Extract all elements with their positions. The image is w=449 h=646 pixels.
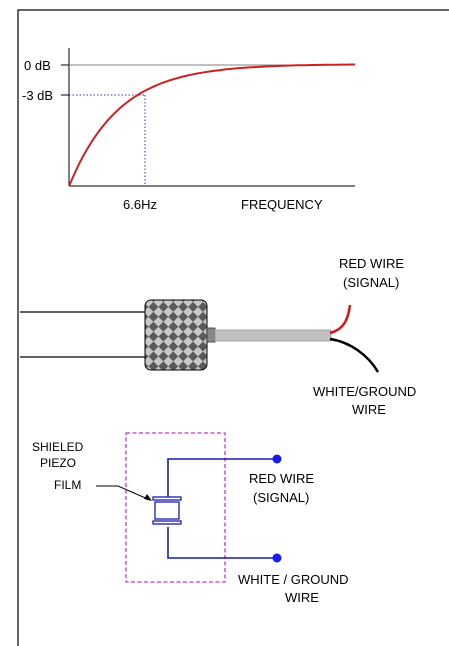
red-wire-label-line2: (SIGNAL)	[343, 275, 399, 290]
shield-boundary	[125, 432, 226, 583]
white-ground-wire	[329, 337, 380, 373]
signal-terminal	[272, 454, 282, 464]
schematic-ground-label-line2: WIRE	[285, 590, 319, 605]
frequency-response-chart: 0 dB -3 dB 6.6Hz FREQUENCY	[22, 48, 355, 212]
page-frame	[17, 9, 449, 646]
schematic-red-wire-label-line1: RED WIRE	[249, 471, 314, 486]
piezo-label-line3: FILM	[54, 478, 81, 492]
connector-ferrule	[206, 327, 216, 343]
red-signal-wire	[329, 304, 352, 335]
piezo-electrode-top	[152, 496, 182, 501]
y-tick-label-3db: -3 dB	[22, 88, 53, 103]
x-tick-label-cutoff: 6.6Hz	[123, 197, 157, 212]
schematic-ground-label-line1: WHITE / GROUND	[238, 572, 349, 587]
sensor-cable-assembly: RED WIRE (SIGNAL) WHITE/GROUND WIRE	[20, 256, 416, 417]
piezo-label-line2: PIEZO	[40, 456, 76, 470]
y-tick-label-0db: 0 dB	[24, 58, 51, 73]
piezo-label-line1: SHIELED	[32, 440, 84, 454]
piezo-leader-arrowhead	[144, 494, 152, 501]
piezo-electrode-bottom	[152, 520, 182, 525]
piezo-schematic: SHIELED PIEZO FILM RED WIRE (SIGNAL) WHI…	[32, 432, 349, 605]
response-curve	[68, 63, 355, 187]
knurled-connector	[144, 299, 208, 371]
ground-terminal	[272, 553, 282, 563]
ground-wire-label-line2: WIRE	[352, 402, 386, 417]
sensor-body	[20, 311, 153, 358]
cable-sheath	[214, 329, 332, 342]
x-axis-label: FREQUENCY	[241, 197, 323, 212]
piezo-leader-line	[117, 485, 151, 501]
ground-wire-label-line1: WHITE/GROUND	[313, 384, 416, 399]
schematic-red-wire-label-line2: (SIGNAL)	[253, 490, 309, 505]
piezo-film-element	[154, 501, 180, 520]
red-wire-label-line1: RED WIRE	[339, 256, 404, 271]
ground-wire	[167, 527, 277, 559]
signal-wire	[167, 458, 277, 497]
